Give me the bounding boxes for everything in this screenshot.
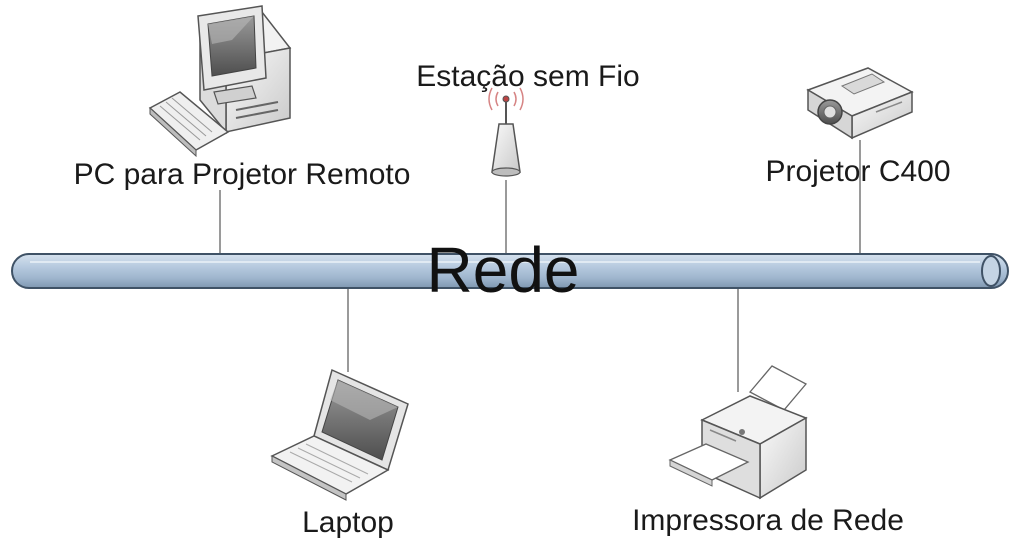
connector-lines: [219, 140, 861, 392]
printer-icon: [668, 365, 808, 500]
desktop-pc-icon: [148, 5, 292, 158]
network-backbone: [11, 253, 1009, 289]
printer-label: Impressora de Rede: [632, 504, 904, 537]
laptop-icon: [270, 368, 409, 501]
pc-label: PC para Projetor Remoto: [74, 158, 411, 191]
network-label: Rede: [427, 234, 580, 306]
wireless-label: Estação sem Fio: [416, 60, 639, 93]
laptop-label: Laptop: [302, 506, 394, 538]
projector-icon: [806, 67, 914, 140]
wireless-access-point-icon: [488, 87, 524, 177]
projector-label: Projetor C400: [765, 155, 950, 188]
